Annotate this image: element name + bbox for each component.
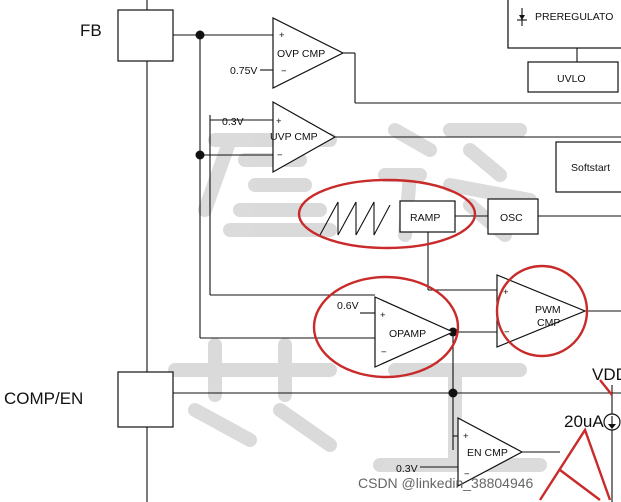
opamp-plus-sign: + bbox=[380, 310, 386, 321]
opamp-label: OPAMP bbox=[389, 328, 426, 340]
ovp-comparator: + − OVP CMP 0.75V bbox=[230, 17, 345, 89]
pwm-plus-sign: + bbox=[503, 287, 509, 298]
watermark-glyphs bbox=[168, 123, 547, 472]
osc-label: OSC bbox=[500, 212, 523, 224]
opamp-highlight-ellipse bbox=[312, 275, 460, 379]
ovp-ref-label: 0.75V bbox=[230, 65, 257, 77]
uvp-cmp-label: UVP CMP bbox=[270, 131, 318, 143]
en-plus-sign: + bbox=[463, 431, 469, 442]
en-cmp-label: EN CMP bbox=[467, 447, 508, 459]
ramp-block: RAMP bbox=[399, 200, 456, 233]
ovp-minus-sign: − bbox=[281, 66, 287, 77]
preregulator-block: PREREGULATO bbox=[507, 0, 621, 49]
ovp-cmp-label: OVP CMP bbox=[277, 48, 325, 60]
pwm-comparator: + − PWM CMP bbox=[496, 274, 587, 348]
opamp: + − OPAMP 0.6V bbox=[337, 296, 455, 368]
uvp-plus-sign: + bbox=[276, 116, 282, 127]
current-source-label: 20uA bbox=[564, 412, 604, 431]
watermark-text: CSDN @linkedin_38804946 bbox=[358, 475, 534, 491]
red-annotations bbox=[297, 178, 613, 501]
en-comparator: + − EN CMP 0.3V bbox=[396, 417, 524, 487]
pwm-label-2: CMP bbox=[537, 317, 560, 329]
pwm-minus-sign: − bbox=[504, 327, 510, 338]
en-ref-label: 0.3V bbox=[396, 463, 418, 475]
uvp-minus-sign: − bbox=[277, 150, 283, 161]
pin-fb: FB bbox=[80, 9, 174, 62]
en-minus-sign: − bbox=[464, 469, 470, 480]
softstart-label: Softstart bbox=[571, 162, 610, 174]
vdd-current-source: VDD 20uA bbox=[564, 365, 621, 502]
uvlo-label: UVLO bbox=[557, 73, 586, 85]
pin-fb-label: FB bbox=[80, 21, 102, 40]
opamp-ref-label: 0.6V bbox=[337, 300, 359, 312]
sawtooth-waveform bbox=[319, 201, 391, 236]
opamp-minus-sign: − bbox=[381, 347, 387, 358]
preregulator-label: PREREGULATO bbox=[535, 11, 613, 23]
osc-block: OSC bbox=[487, 198, 539, 235]
uvp-ref-label: 0.3V bbox=[222, 116, 244, 128]
ovp-plus-sign: + bbox=[279, 30, 285, 41]
pin-comp-en-label: COMP/EN bbox=[4, 389, 83, 408]
vdd-label: VDD bbox=[592, 365, 621, 384]
pwm-highlight-ellipse bbox=[495, 264, 589, 358]
pin-comp-en: COMP/EN bbox=[4, 371, 174, 428]
uvp-comparator: + − UVP CMP 0.3V bbox=[222, 100, 337, 174]
uvlo-block: UVLO bbox=[527, 61, 619, 93]
softstart-block: Softstart bbox=[555, 141, 621, 193]
ramp-highlight-ellipse bbox=[297, 178, 477, 250]
pwm-label-1: PWM bbox=[535, 304, 561, 316]
ramp-label: RAMP bbox=[410, 212, 440, 224]
